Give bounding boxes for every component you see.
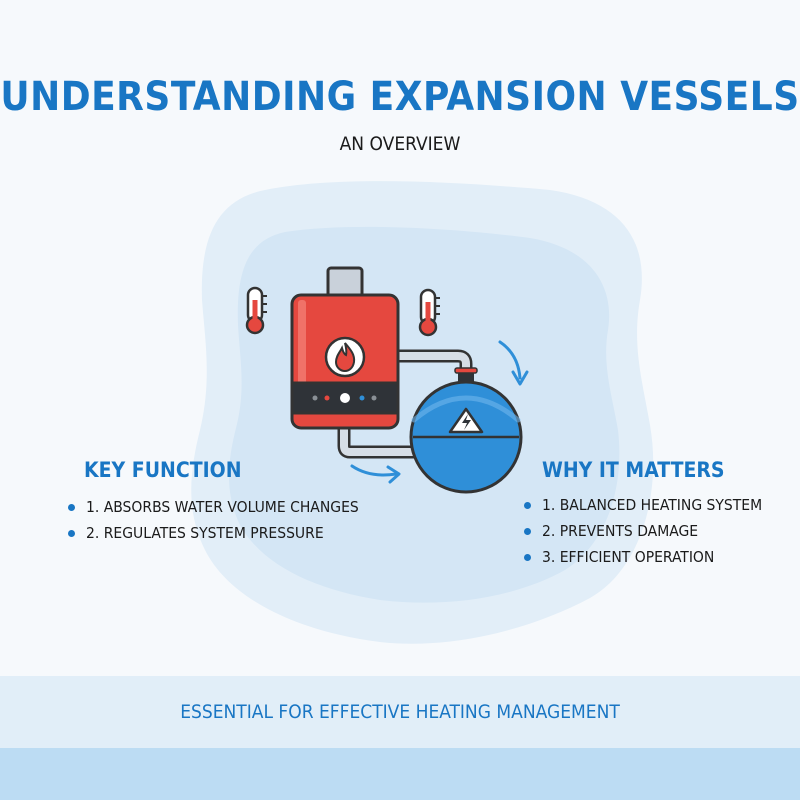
- flow-arrow-icon: [498, 340, 529, 386]
- list-item: 1. BALANCED HEATING SYSTEM: [524, 492, 762, 518]
- footer-band: [0, 676, 800, 748]
- boiler-icon: [290, 266, 400, 430]
- footer-text: ESSENTIAL FOR EFFECTIVE HEATING MANAGEME…: [180, 701, 620, 723]
- flow-arrow-icon: [350, 464, 401, 484]
- why-it-matters-list: 1. BALANCED HEATING SYSTEM 2. PREVENTS D…: [524, 492, 762, 570]
- why-it-matters-heading: WHY IT MATTERS: [542, 458, 725, 482]
- expansion-vessel-icon: [409, 367, 523, 494]
- pipe: [337, 349, 473, 459]
- key-function-list: 1. ABSORBS WATER VOLUME CHANGES 2. REGUL…: [68, 494, 359, 546]
- bullet-icon: [68, 504, 75, 511]
- thermometer-icon: [245, 286, 267, 335]
- list-item: 2. PREVENTS DAMAGE: [524, 518, 762, 544]
- list-item: 2. REGULATES SYSTEM PRESSURE: [68, 520, 359, 546]
- page-subtitle: AN OVERVIEW: [339, 133, 461, 155]
- thermometer-icon: [418, 288, 440, 337]
- bullet-icon: [524, 554, 531, 561]
- bullet-icon: [524, 502, 531, 509]
- flame-icon: [324, 336, 366, 378]
- list-item: 1. ABSORBS WATER VOLUME CHANGES: [68, 494, 359, 520]
- warning-icon: [448, 407, 484, 434]
- page-title: UNDERSTANDING EXPANSION VESSELS: [0, 74, 800, 120]
- bullet-icon: [524, 528, 531, 535]
- list-item: 3. EFFICIENT OPERATION: [524, 544, 762, 570]
- bottom-band: [0, 748, 800, 800]
- bullet-icon: [68, 530, 75, 537]
- key-function-heading: KEY FUNCTION: [84, 458, 242, 482]
